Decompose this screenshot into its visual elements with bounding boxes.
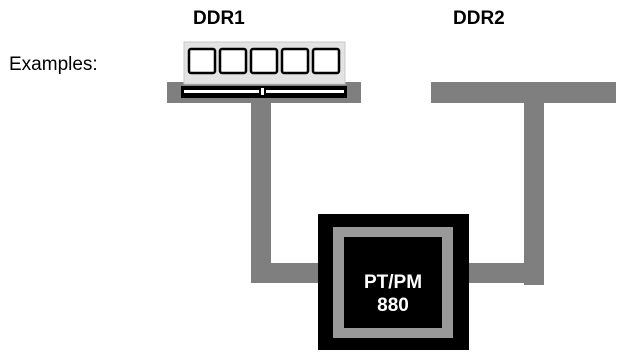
dimm-chip	[280, 47, 310, 75]
dimm-chip	[218, 47, 248, 75]
chipset-label: PT/PM 880	[356, 271, 430, 317]
ddr2-trace-horizontal	[468, 263, 544, 283]
chipset-label-model: PT/PM	[363, 272, 423, 293]
chipset-core	[353, 245, 433, 320]
ddr1-trace-horizontal	[251, 263, 329, 283]
examples-label: Examples:	[9, 54, 98, 75]
ddr2-label: DDR2	[453, 8, 505, 29]
ddr1-trace-vertical	[251, 99, 271, 283]
chipset	[318, 214, 469, 350]
ddr2-trace-vertical	[524, 99, 544, 285]
dimm-chip	[311, 47, 341, 75]
dimm-contact-right	[266, 90, 344, 93]
dimm-chip	[187, 47, 217, 75]
chipset-label-number: 880	[377, 295, 409, 316]
dimm-chip	[249, 47, 279, 75]
ddr1-memory-module	[181, 41, 347, 98]
dimm-chip-row	[187, 47, 341, 75]
ddr1-label: DDR1	[193, 8, 245, 29]
dimm-contact-left	[184, 90, 259, 93]
ddr2-connector-bar	[431, 82, 616, 103]
dimm-notch	[261, 88, 264, 95]
